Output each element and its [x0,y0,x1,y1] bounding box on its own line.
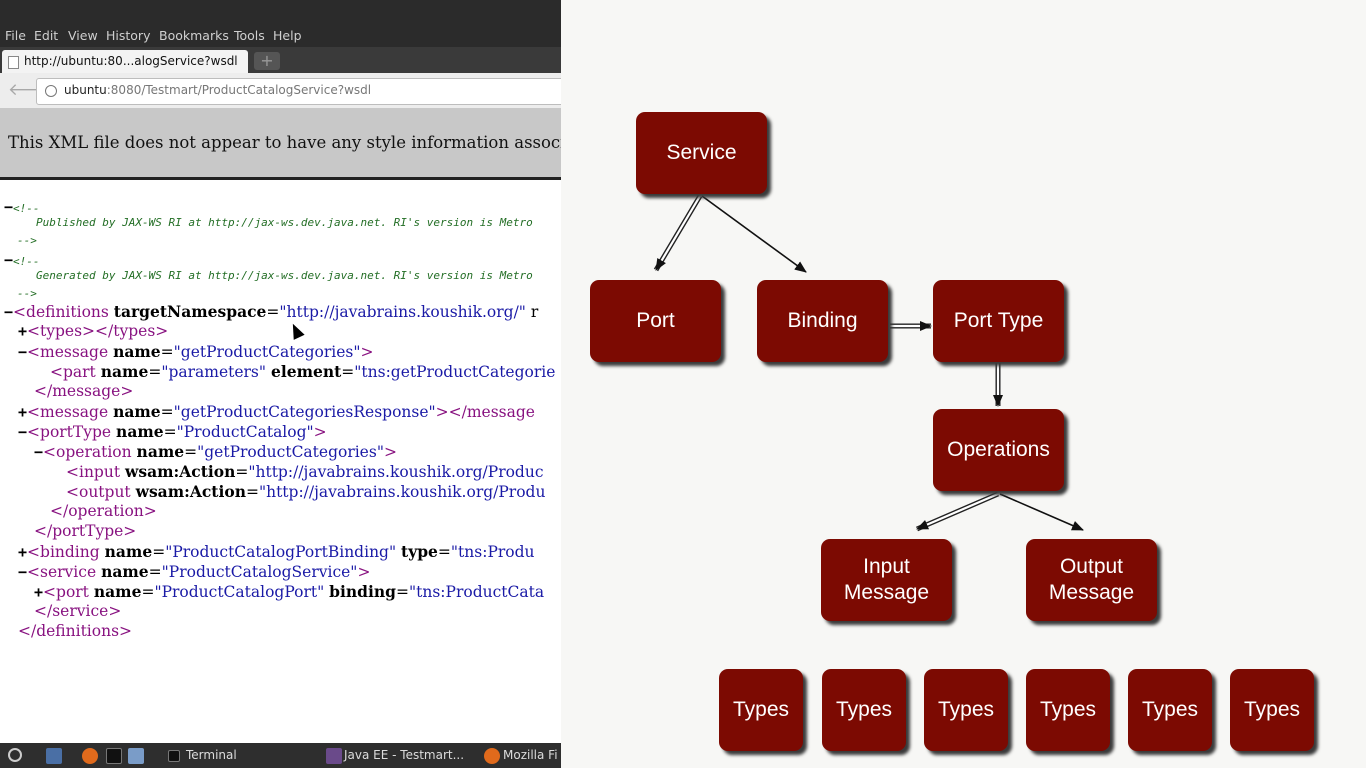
xml-line-part: <part name="parameters" element="tns:get… [50,362,556,381]
node-types: Types [822,669,906,751]
node-types: Types [1128,669,1212,751]
xml-tree: −<!-- Published by JAX-WS RI at http://j… [0,180,561,743]
menu-edit[interactable]: Edit [34,28,59,43]
wsdl-diagram: Service Port Binding Port Type Operation… [561,0,1366,768]
xml-comment1-body: Published by JAX-WS RI at http://jax-ws.… [36,216,533,229]
node-output-message: Output Message [1026,539,1157,621]
arrow-operations-output [999,493,1084,531]
page-icon [8,56,19,69]
arrow-operations-input [916,491,999,532]
xml-line-definitions-close: </definitions> [18,622,133,640]
node-types: Types [719,669,803,751]
taskbar-terminal[interactable]: Terminal [186,748,237,762]
desktop-icon[interactable] [46,748,62,764]
xml-line-definitions: −<definitions targetNamespace="http://ja… [4,302,539,321]
url-bar[interactable]: ubuntu:8080/Testmart/ProductCatalogServi… [36,78,561,105]
taskbar: Terminal Java EE - Testmart... Mozilla F… [0,743,561,768]
collapse-toggle[interactable]: − [18,343,28,361]
collapse-toggle[interactable]: − [34,443,44,461]
menu-history[interactable]: History [106,28,151,43]
xml-line-operation-close: </operation> [50,502,157,520]
firefox-task-icon [484,748,500,764]
node-port-type: Port Type [933,280,1064,362]
menu-bar: File Edit View History Bookmarks Tools H… [0,0,561,47]
xml-line-porttype-close: </portType> [34,522,137,540]
menu-file[interactable]: File [5,28,26,43]
menu-bookmarks[interactable]: Bookmarks [159,28,229,43]
notice-text: This XML file does not appear to have an… [8,133,561,152]
node-types: Types [1026,669,1110,751]
xml-comment2-body: Generated by JAX-WS RI at http://jax-ws.… [36,269,533,282]
eclipse-icon [326,748,342,764]
expand-toggle[interactable]: + [34,583,44,601]
taskbar-java-ee[interactable]: Java EE - Testmart... [344,748,465,762]
collapse-toggle[interactable]: − [18,563,28,581]
node-types: Types [1230,669,1314,751]
node-service: Service [636,112,767,194]
arrow-service-port [653,194,703,272]
url-text: ubuntu:8080/Testmart/ProductCatalogServi… [64,83,371,97]
xml-line-porttype: −<portType name="ProductCatalog"> [18,422,327,441]
node-binding: Binding [757,280,888,362]
menu-tools[interactable]: Tools [234,28,265,43]
tab-strip: http://ubuntu:80...alogService?wsdl + [0,47,561,73]
tab-title: http://ubuntu:80...alogService?wsdl [24,54,238,68]
node-types: Types [924,669,1008,751]
firefox-icon[interactable] [82,748,98,764]
collapse-toggle[interactable]: − [4,198,14,216]
xml-line-message-close: </message> [34,382,134,400]
collapse-toggle[interactable]: − [4,303,14,321]
xml-line-service: −<service name="ProductCatalogService"> [18,562,371,581]
files-icon[interactable] [128,748,144,764]
xml-line-binding: +<binding name="ProductCatalogPortBindin… [18,542,535,561]
new-tab-button[interactable]: + [254,52,280,70]
xml-line-message: −<message name="getProductCategories"> [18,342,374,361]
collapse-toggle[interactable]: − [4,251,14,269]
expand-toggle[interactable]: + [18,543,28,561]
xml-comment1-close: --> [17,234,37,247]
expand-toggle[interactable]: + [18,322,28,340]
expand-toggle[interactable]: + [18,403,28,421]
arrow-service-binding [701,195,807,273]
xml-line-operation: −<operation name="getProductCategories"> [34,442,397,461]
node-port: Port [590,280,721,362]
taskbar-mozilla[interactable]: Mozilla Fi [503,748,558,762]
terminal-icon[interactable] [106,748,122,764]
xml-line-output: <output wsam:Action="http://javabrains.k… [66,482,546,501]
diagram-arrows [653,194,1084,532]
menu-help[interactable]: Help [273,28,302,43]
node-operations: Operations [933,409,1064,491]
xml-line-service-close: </service> [34,602,122,620]
browser-window: File Edit View History Bookmarks Tools H… [0,0,561,768]
url-host: ubuntu [64,83,107,97]
gear-icon[interactable] [8,748,22,762]
terminal-task-icon [168,750,180,762]
xml-line-input: <input wsam:Action="http://javabrains.ko… [66,462,544,481]
xml-line-message-response: +<message name="getProductCategoriesResp… [18,402,535,421]
collapse-toggle[interactable]: − [18,423,28,441]
menu-view[interactable]: View [68,28,98,43]
globe-icon [45,85,57,97]
xml-line-port: +<port name="ProductCatalogPort" binding… [34,582,545,601]
xml-comment2-close: --> [17,287,37,300]
xml-line-types: +<types></types> [18,322,169,340]
node-input-message: Input Message [821,539,952,621]
tab-wsdl[interactable]: http://ubuntu:80...alogService?wsdl [2,50,248,73]
xml-style-notice: This XML file does not appear to have an… [0,109,561,180]
navigation-bar: 🡐 ubuntu:8080/Testmart/ProductCatalogSer… [0,73,561,109]
xml-line-comment1-open: −<!-- [4,198,40,216]
xml-line-comment2-open: −<!-- [4,251,40,269]
url-path: :8080/Testmart/ProductCatalogService?wsd… [106,83,372,97]
